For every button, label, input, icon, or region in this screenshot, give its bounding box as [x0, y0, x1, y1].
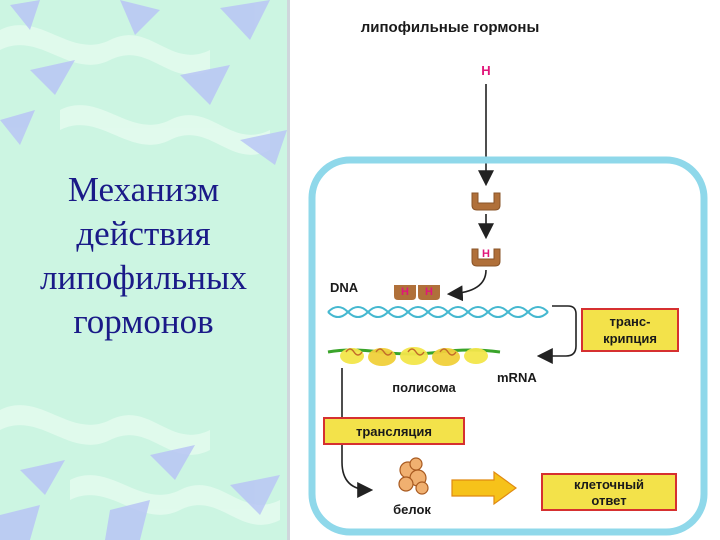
hormone-mechanism-diagram: липофильные гормоны H H DNA H H	[308, 19, 708, 536]
response-arrow-icon	[451, 470, 518, 506]
hormone-symbol-dna-1: H	[401, 286, 409, 298]
transcription-box	[581, 308, 679, 352]
divider	[287, 0, 290, 540]
transcription-arrow	[536, 305, 577, 364]
cellular-response-box	[541, 473, 677, 511]
hormone-symbol-bound: H	[482, 248, 490, 260]
protein-label: белок	[393, 502, 431, 517]
complex-to-dna-arrow	[446, 269, 487, 302]
slide-title: Механизм действия липофильных гормонов	[39, 170, 247, 341]
wave-decoration	[0, 0, 287, 540]
translation-label: трансляция	[356, 424, 432, 439]
cell-membrane	[308, 156, 708, 536]
receptor-empty-icon	[471, 192, 501, 211]
hormone-symbol-dna-2: H	[425, 286, 433, 298]
transcription-label-line1: транс-	[610, 314, 651, 329]
polysome-label: полисома	[392, 380, 456, 395]
cellular-response-label-line1: клеточный	[574, 477, 644, 492]
transcription-label-line2: крипция	[603, 331, 657, 346]
polysome-icon	[340, 347, 488, 366]
left-panel: Механизм действия липофильных гормонов	[0, 0, 287, 540]
lipophilic-hormones-label: липофильные гормоны	[361, 19, 540, 36]
translation-arrow	[341, 368, 374, 498]
mrna-label: mRNA	[497, 370, 537, 385]
cellular-response-label-line2: ответ	[591, 493, 626, 508]
dna-label: DNA	[330, 280, 359, 295]
dna-helix	[327, 306, 549, 318]
hormone-symbol-outside: H	[481, 63, 490, 78]
dna-bound-complex-icon: H H	[394, 285, 440, 300]
protein-icon	[398, 457, 429, 495]
receptor-complex-icon	[471, 248, 501, 267]
translation-box	[323, 417, 465, 445]
